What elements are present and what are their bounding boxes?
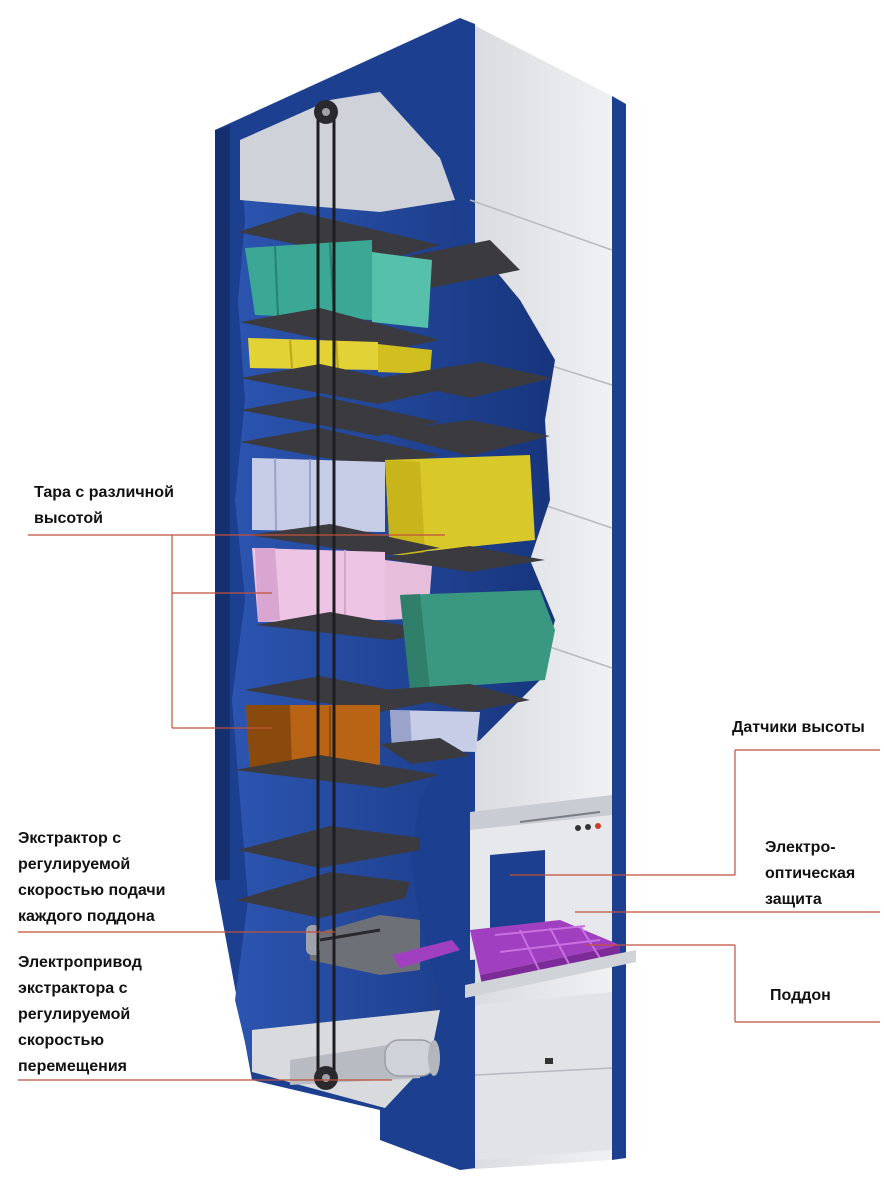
container-yellow-1 — [248, 338, 432, 374]
leader-tray — [585, 944, 880, 1023]
tray — [392, 920, 636, 998]
label-extractor: Экстрактор с регулируемой скоростью пода… — [18, 830, 166, 925]
label-tray: Поддон — [770, 987, 831, 1004]
container-teal-large — [400, 590, 555, 690]
leader-containers — [28, 534, 445, 729]
label-containers: Тара с различной высотой — [34, 484, 174, 527]
label-drive: Электропривод экстрактора с регулируемой… — [18, 954, 142, 1075]
container-yellow-large — [385, 455, 535, 555]
container-orange — [246, 705, 380, 770]
access-opening — [470, 795, 612, 960]
leader-height-sensors — [510, 749, 880, 876]
bottom-cabinet — [474, 992, 613, 1160]
storage-shelves — [234, 212, 555, 918]
leader-lines — [18, 534, 880, 1081]
label-optical-protection: Электро- оптическая защита — [765, 839, 856, 908]
label-height-sensors: Датчики высоты — [732, 719, 865, 736]
container-teal-top — [245, 240, 432, 328]
extractor-drive-motor — [384, 1039, 440, 1077]
chain-lift — [314, 100, 338, 1090]
